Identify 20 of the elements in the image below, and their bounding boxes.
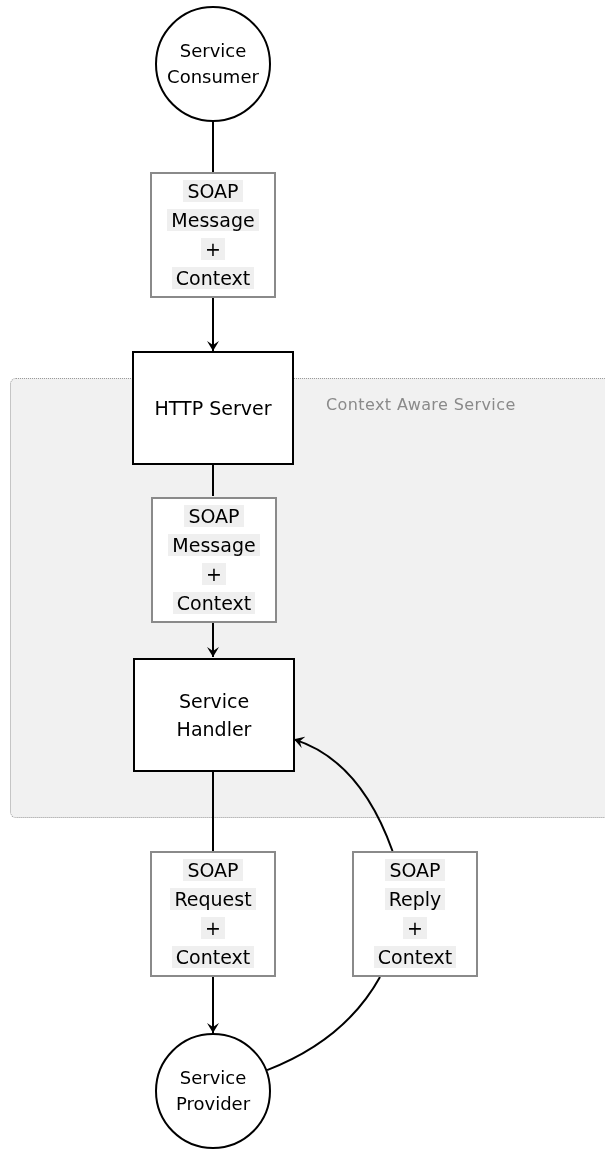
arrow: [207, 621, 219, 658]
arrow: [207, 297, 219, 352]
node-label: HTTP Server: [153, 396, 273, 421]
arrow: [293, 737, 394, 852]
process-box: [132, 351, 294, 465]
message-box: [151, 497, 277, 623]
group-label: Context Aware Service: [326, 394, 516, 416]
message-box: [150, 172, 276, 298]
node-label: Service Provider: [174, 1066, 252, 1116]
connector-line: [212, 770, 214, 852]
connector-line: [212, 121, 214, 173]
connector-line: [212, 464, 214, 497]
message-box: [352, 851, 478, 977]
arrow: [207, 976, 219, 1034]
connector-line: [266, 976, 381, 1072]
node-label: Service Handler: [175, 689, 253, 742]
message-box: [150, 851, 276, 977]
group-panel: [10, 378, 605, 818]
node-label: Service Consumer: [166, 39, 260, 89]
process-box: [133, 658, 295, 772]
